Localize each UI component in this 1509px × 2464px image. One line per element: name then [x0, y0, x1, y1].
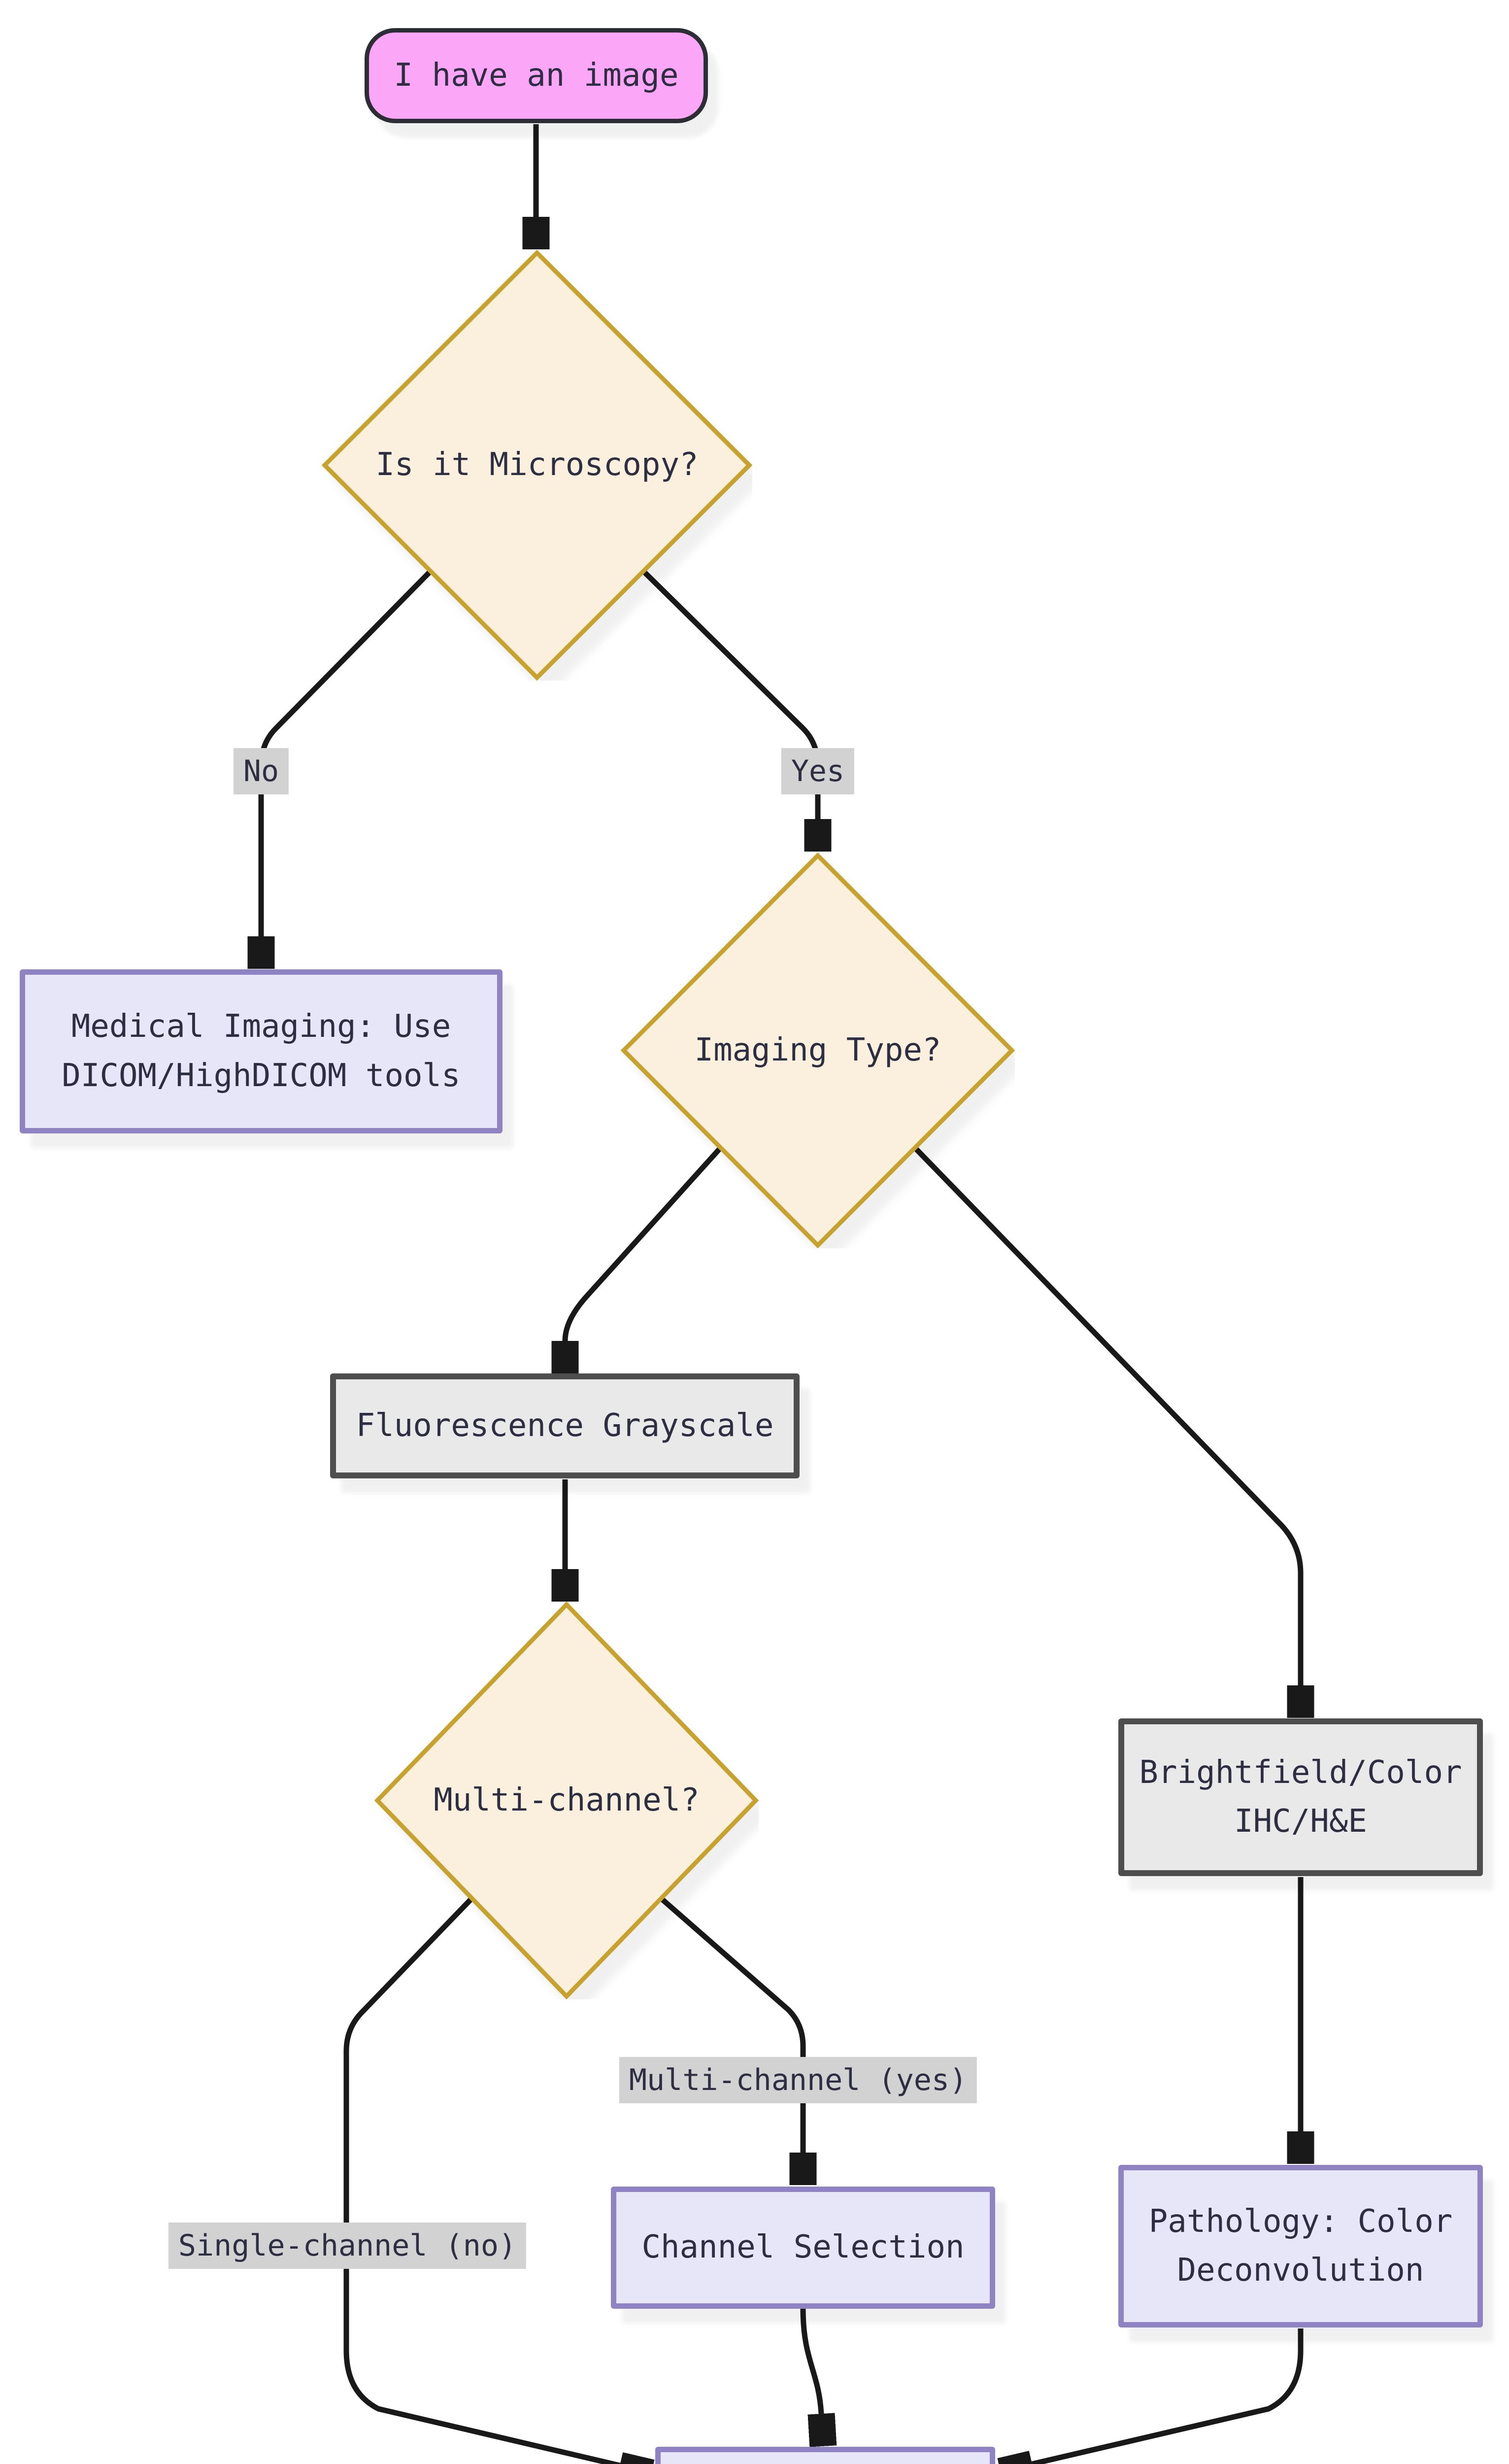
node-brightfield-color: Brightfield/Color IHC/H&E [1118, 1718, 1483, 1876]
diamond-shape [374, 1602, 759, 1999]
edge-label-no: No [233, 748, 289, 794]
edge-multichannel-no-to-analysis [343, 1898, 620, 2464]
node-channel-selection-label: Channel Selection [641, 2229, 965, 2266]
node-pathology-deconvolution-label: Pathology: Color Deconvolution [1148, 2203, 1453, 2289]
node-pathology-deconvolution: Pathology: Color Deconvolution [1118, 2165, 1483, 2327]
edge-label-yes: Yes [781, 748, 855, 794]
edge-multichannel-yes-to-channelselection [661, 1897, 803, 2153]
edge-label-single-channel-no: Single-channel (no) [168, 2223, 527, 2269]
edge-imagingtype-to-brightfield [914, 1147, 1301, 1685]
node-multi-channel-label: Multi-channel? [434, 1781, 700, 1818]
node-channel-selection: Channel Selection [611, 2187, 995, 2309]
diamond-shape [621, 853, 1015, 1248]
node-start: I have an image [365, 28, 708, 123]
edge-label-multi-channel-yes: Multi-channel (yes) [619, 2057, 977, 2103]
node-medical-imaging: Medical Imaging: Use DICOM/HighDICOM too… [20, 969, 503, 1133]
node-imaging-type-label: Imaging Type? [694, 1031, 941, 1068]
node-image-analysis: Image Analysis [655, 2447, 995, 2464]
node-imaging-type: Imaging Type? [621, 853, 1015, 1248]
node-fluorescence-grayscale-label: Fluorescence Grayscale [356, 1407, 774, 1444]
edge-pathology-to-analysis [1032, 2328, 1304, 2464]
edge-channelselection-to-analysis [800, 2308, 821, 2414]
diamond-shape [322, 250, 752, 681]
edge-imagingtype-to-fluorescence [565, 1147, 722, 1341]
node-is-microscopy-label: Is it Microscopy? [375, 446, 699, 483]
node-start-label: I have an image [394, 57, 679, 94]
node-is-microscopy: Is it Microscopy? [322, 250, 752, 681]
node-medical-imaging-label: Medical Imaging: Use DICOM/HighDICOM too… [62, 1008, 461, 1094]
node-fluorescence-grayscale: Fluorescence Grayscale [330, 1373, 800, 1478]
node-multi-channel: Multi-channel? [374, 1602, 759, 1999]
node-brightfield-color-label: Brightfield/Color IHC/H&E [1139, 1754, 1462, 1840]
